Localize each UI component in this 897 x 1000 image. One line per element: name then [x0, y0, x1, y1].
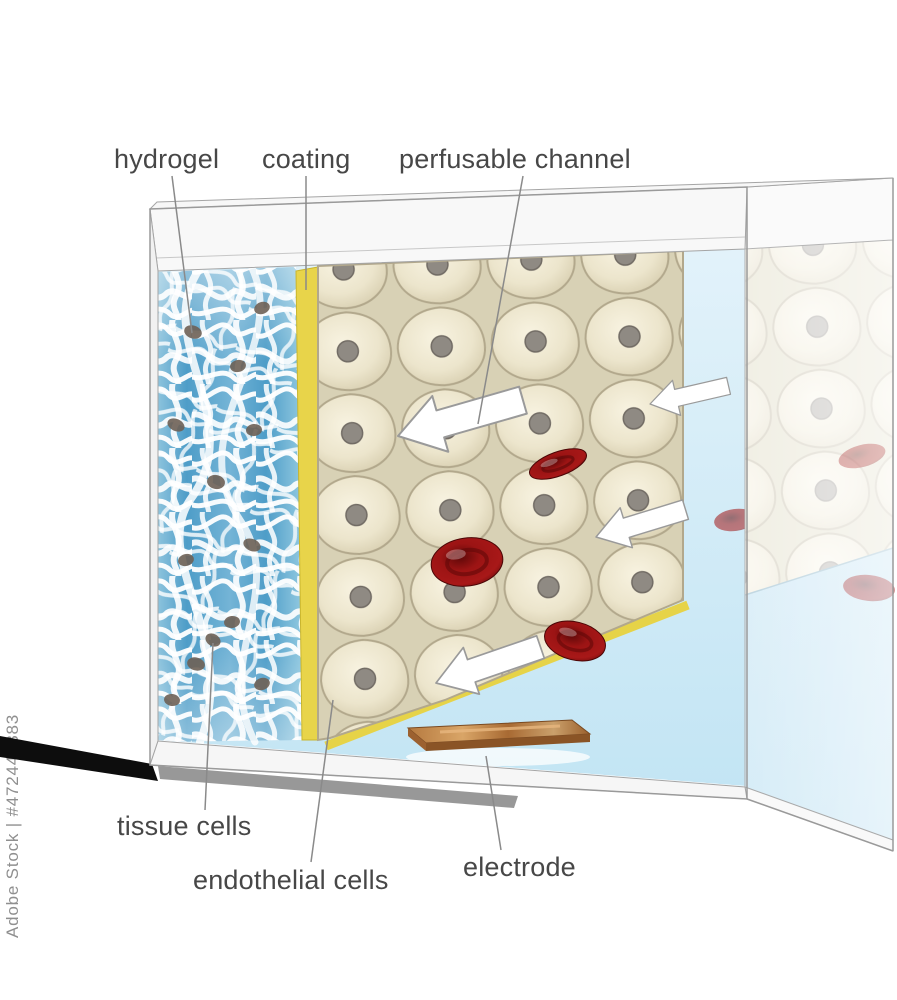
chip-right-extension — [744, 177, 895, 852]
endothelial-cells-leader-line — [310, 699, 334, 863]
front-window — [158, 248, 745, 786]
lid-right-band — [744, 177, 894, 250]
tissue-cells-leader-line — [204, 642, 214, 811]
frame-left-band — [149, 208, 159, 766]
flow-arrows — [397, 376, 732, 695]
flow-arrow-icon — [435, 634, 546, 695]
perfusable-channel-label: perfusable channel — [399, 144, 631, 174]
faded-red-blood-cell — [714, 508, 745, 532]
endothelial-cells-label: endothelial cells — [193, 865, 389, 895]
red-blood-cell — [430, 537, 504, 587]
red-blood-cell — [544, 620, 606, 662]
flow-arrow-icon — [649, 376, 732, 417]
perfusable-channel-leader-line — [477, 175, 524, 425]
leader-lines — [171, 175, 524, 863]
electrode-cable — [0, 736, 158, 781]
flow-arrow-icon — [595, 499, 690, 549]
glass-sheen — [745, 240, 893, 840]
coating-underside-edge — [324, 600, 690, 751]
red-blood-cell — [529, 448, 587, 480]
hydrogel-region — [158, 264, 302, 746]
electrode-label: electrode — [463, 852, 576, 882]
device-shadow — [158, 766, 518, 808]
coating-label: coating — [262, 144, 351, 174]
red-blood-cells — [430, 448, 606, 662]
flow-arrow-icon — [397, 385, 528, 453]
tissue-cell-bodies — [164, 301, 270, 707]
frame-outline — [149, 186, 748, 800]
electrode-bar — [406, 719, 592, 766]
hydrogel-label: hydrogel — [114, 144, 220, 174]
glass-frame — [149, 186, 748, 800]
hydrogel-leader-line — [171, 175, 193, 334]
electrode-leader-line — [485, 755, 502, 851]
tissue-cells-label: tissue cells — [117, 811, 252, 841]
